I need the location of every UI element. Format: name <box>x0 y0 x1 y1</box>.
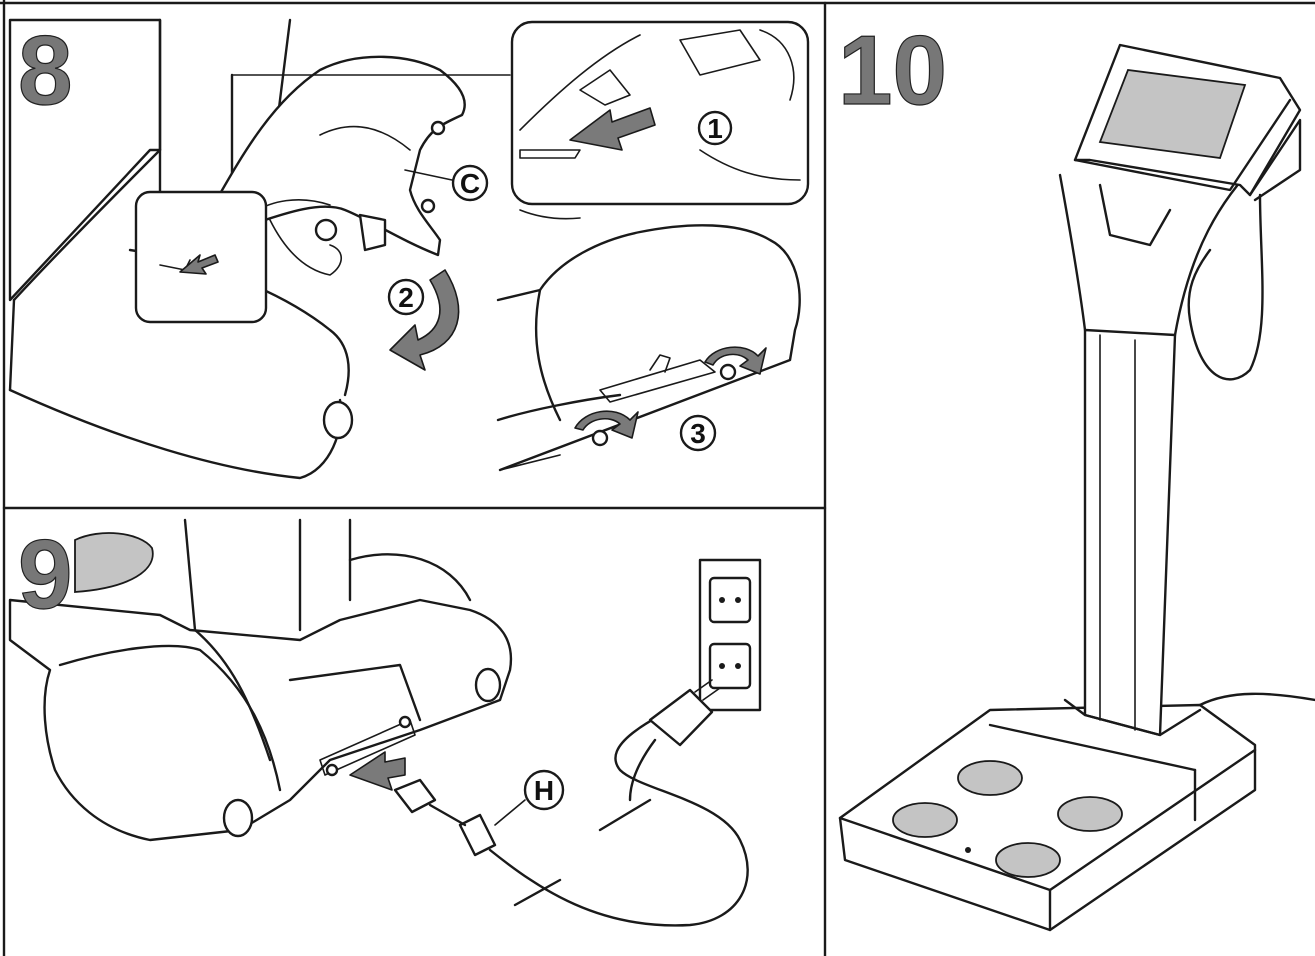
step-number-10: 10 <box>838 15 947 125</box>
foot-electrode-3 <box>892 802 958 838</box>
outlet-socket-bottom <box>708 642 752 690</box>
magnified-inset <box>510 20 810 206</box>
rotate-arrow-2 <box>389 269 460 371</box>
callout-3: 3 <box>679 414 717 452</box>
push-arrow-small <box>179 254 219 275</box>
foot-electrode-4 <box>995 842 1061 878</box>
step-8-panel <box>8 18 810 480</box>
turn-arrow-right <box>704 346 767 375</box>
turn-arrow-left <box>574 410 639 439</box>
base-foot <box>322 400 354 440</box>
callout-2-label: 2 <box>398 282 414 313</box>
base-foot-left <box>222 798 254 838</box>
power-plug <box>648 688 714 747</box>
base-edge <box>12 148 162 302</box>
step-9-panel <box>8 518 762 927</box>
screw-left <box>591 429 609 447</box>
power-port <box>319 719 416 776</box>
callout-2: 2 <box>387 278 425 316</box>
cable-connector <box>393 778 437 814</box>
scale-base-9 <box>8 598 513 842</box>
scale-column <box>1083 328 1177 737</box>
callout-1: 1 <box>697 110 733 146</box>
detail-highlight-box <box>134 190 268 324</box>
push-arrow-1 <box>569 107 656 151</box>
knob <box>314 218 338 242</box>
scale-pad-fragment-9 <box>74 532 154 593</box>
step-number-8: 8 <box>18 15 73 125</box>
step-10-panel <box>838 43 1315 932</box>
step-number-9: 9 <box>18 519 73 629</box>
callout-c-label: C <box>460 168 480 199</box>
base-foot-right <box>474 667 502 703</box>
foot-electrode-2 <box>1057 796 1123 832</box>
foot-electrode-1 <box>957 760 1023 796</box>
screw-right <box>719 363 737 381</box>
insert-arrow <box>349 751 406 791</box>
callout-h-label: H <box>534 775 554 806</box>
ferrite-core <box>458 813 497 857</box>
callout-3-label: 3 <box>690 418 706 449</box>
display-screen <box>1098 69 1247 159</box>
callout-h: H <box>523 769 565 811</box>
callout-1-label: 1 <box>707 113 723 144</box>
callout-c: C <box>451 164 489 202</box>
outlet-socket-top <box>708 576 752 624</box>
